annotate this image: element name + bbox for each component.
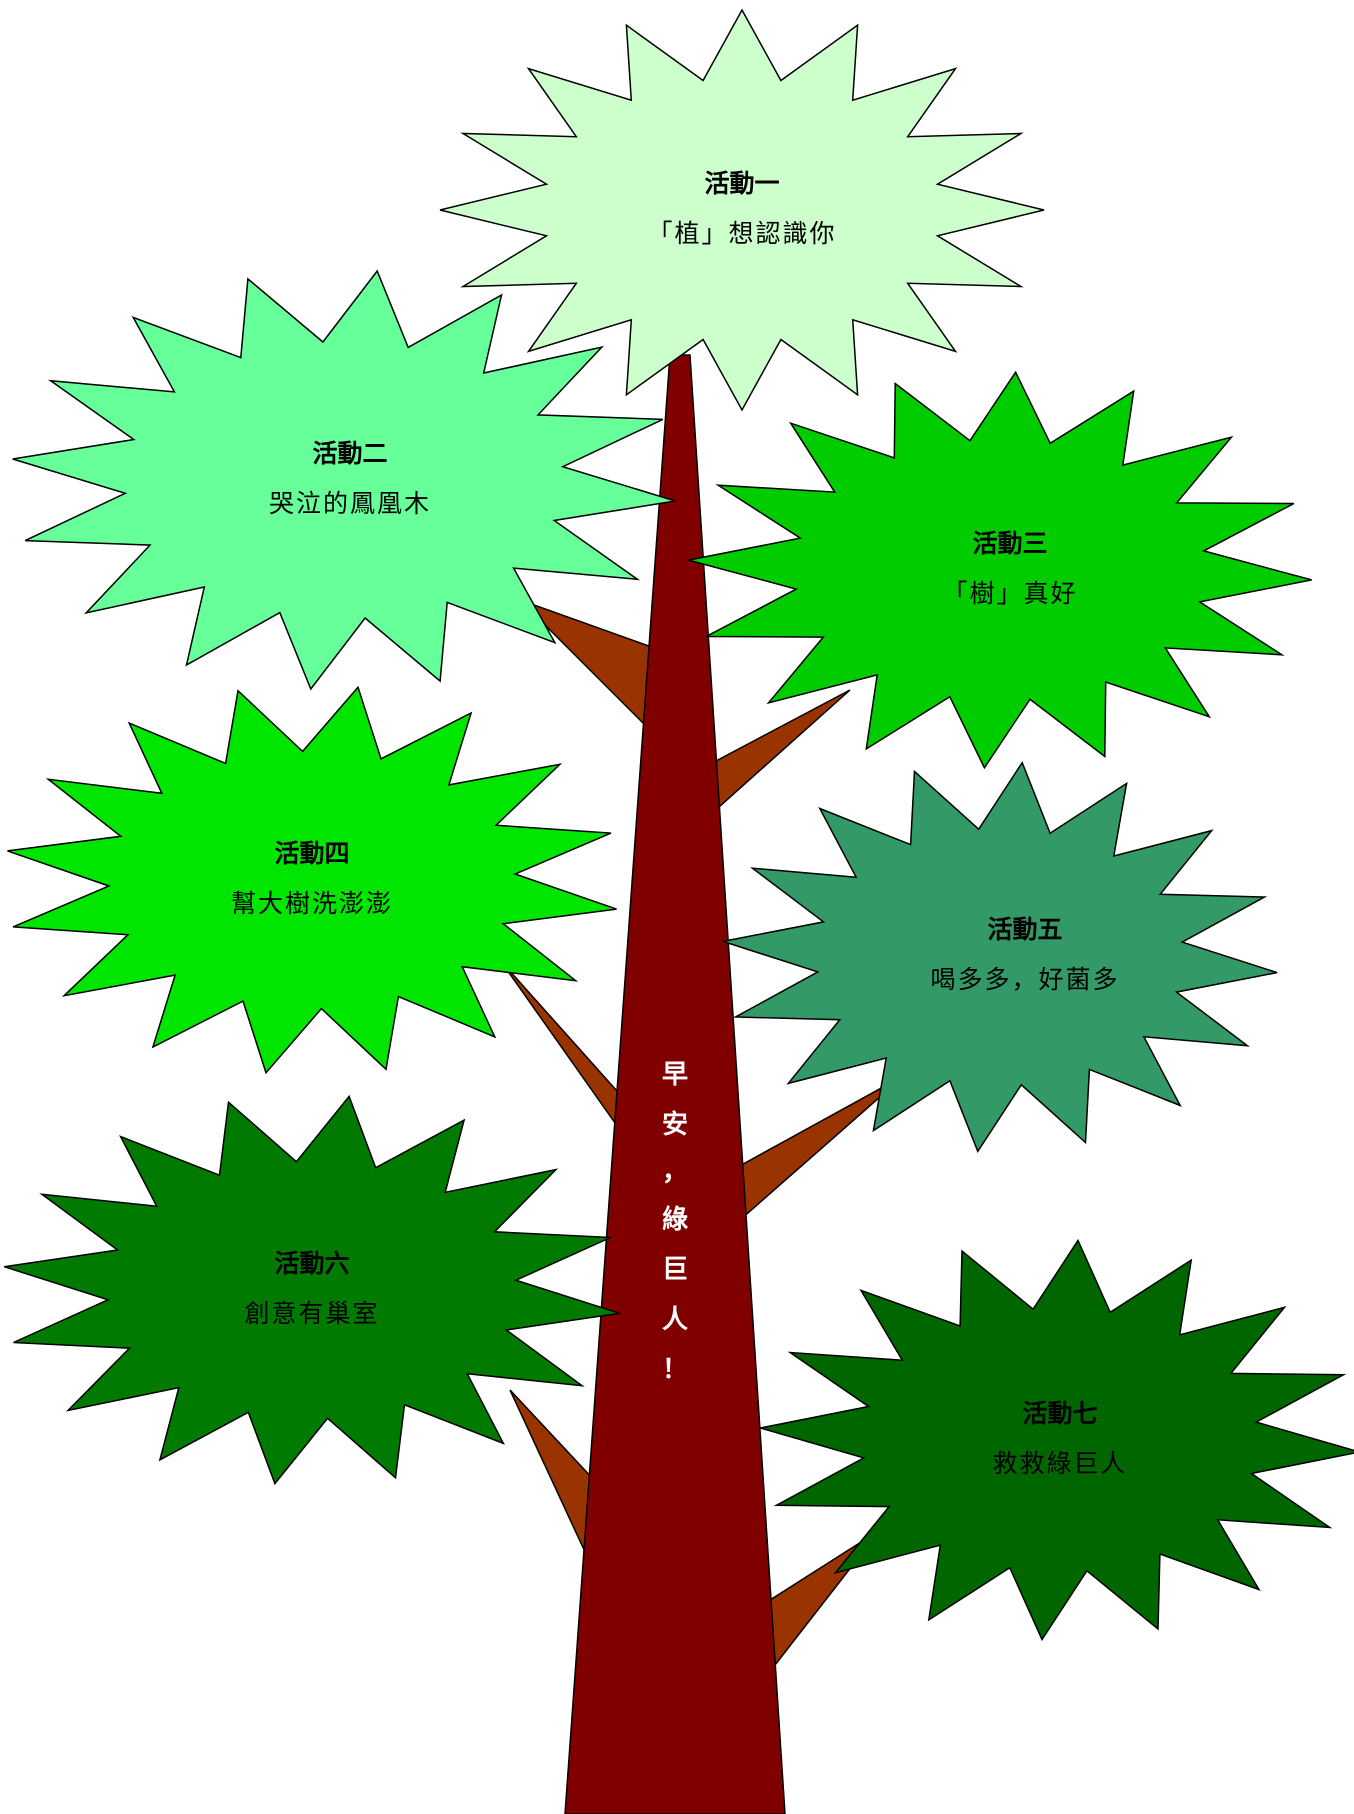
activity-5-name: 喝多多，好菌多 bbox=[930, 965, 1119, 994]
branch-4 bbox=[499, 959, 626, 1132]
activity-7-name: 救救綠巨人 bbox=[992, 1449, 1127, 1478]
activity-2-title: 活動二 bbox=[312, 439, 387, 468]
trunk-char: ！ bbox=[662, 1355, 688, 1385]
activity-3-title: 活動三 bbox=[972, 529, 1047, 558]
trunk-char: 早 bbox=[662, 1060, 688, 1090]
trunk-char: 巨 bbox=[662, 1255, 688, 1285]
activity-6-name: 創意有巢室 bbox=[244, 1299, 379, 1328]
activity-1-leaf: 活動一 「植」想認識你 bbox=[439, 8, 1045, 412]
activity-5-title: 活動五 bbox=[987, 915, 1062, 944]
starburst-shape bbox=[439, 8, 1045, 412]
activity-1-name: 「植」想認識你 bbox=[647, 219, 836, 248]
activity-6-title: 活動六 bbox=[274, 1249, 349, 1278]
activity-7-leaf: 活動七 救救綠巨人 bbox=[760, 1238, 1354, 1642]
activity-6-leaf: 活動六 創意有巢室 bbox=[3, 1094, 621, 1486]
trunk-char: 人 bbox=[662, 1305, 688, 1335]
trunk-char: 綠 bbox=[662, 1204, 688, 1235]
trunk-caption: 早 安 ， 綠 巨 人 ！ bbox=[662, 1060, 688, 1385]
tree-trunk bbox=[564, 354, 786, 1814]
activity-1-title: 活動一 bbox=[704, 169, 779, 198]
activity-3-name: 「樹」真好 bbox=[942, 579, 1077, 608]
activity-3-leaf: 活動三 「樹」真好 bbox=[688, 370, 1312, 770]
activity-2-name: 哭泣的鳳凰木 bbox=[269, 489, 431, 518]
activity-4-leaf: 活動四 幫大樹洗澎澎 bbox=[7, 685, 617, 1075]
activity-4-name: 幫大樹洗澎澎 bbox=[231, 889, 393, 918]
starburst-shape bbox=[722, 760, 1278, 1154]
starburst-shape bbox=[7, 685, 617, 1075]
starburst-shape bbox=[3, 1094, 621, 1486]
activity-7-title: 活動七 bbox=[1022, 1399, 1097, 1428]
activity-5-leaf: 活動五 喝多多，好菌多 bbox=[722, 760, 1278, 1154]
starburst-shape bbox=[688, 370, 1312, 770]
starburst-shape bbox=[760, 1238, 1354, 1642]
activity-4-title: 活動四 bbox=[274, 839, 349, 868]
trunk-char: 安 bbox=[662, 1110, 688, 1140]
starburst-shape bbox=[12, 269, 676, 691]
activity-2-leaf: 活動二 哭泣的鳳凰木 bbox=[12, 269, 676, 691]
trunk-char: ， bbox=[662, 1157, 688, 1187]
